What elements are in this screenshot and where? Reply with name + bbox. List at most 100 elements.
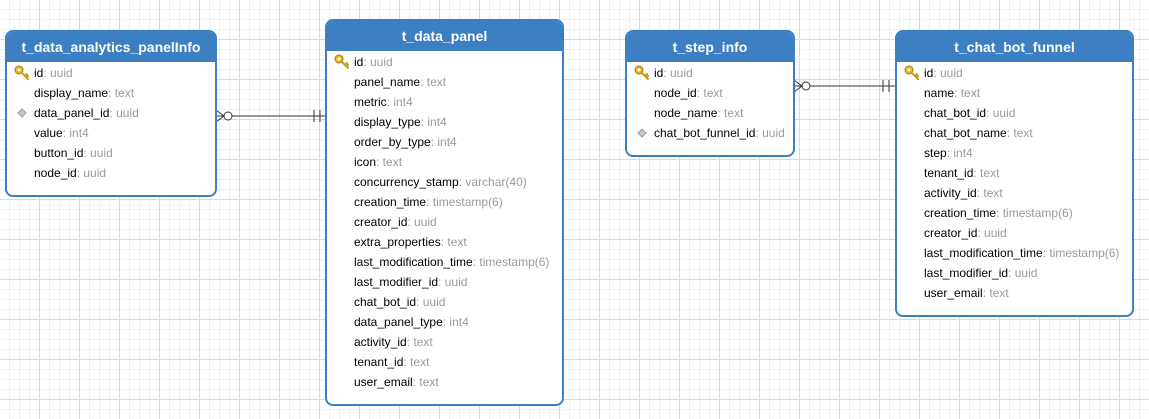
column-row[interactable]: activity_id: text (327, 332, 562, 352)
column-row[interactable]: concurrency_stamp: varchar(40) (327, 172, 562, 192)
column-name: last_modifier_id (924, 266, 1009, 280)
column-row[interactable]: name: text (897, 83, 1132, 103)
column-row[interactable]: node_id: uuid (7, 163, 215, 183)
column-type: : int4 (62, 126, 89, 140)
column-type: : uuid (407, 215, 437, 229)
column-row[interactable]: chat_bot_id: uuid (897, 103, 1132, 123)
column-row[interactable]: chat_bot_name: text (897, 123, 1132, 143)
relationship-step-to-funnel[interactable] (793, 79, 896, 93)
column-name: user_email (354, 375, 413, 389)
relationship-analytics-to-panel[interactable] (215, 109, 327, 123)
primary-key-icon (634, 65, 650, 81)
column-row[interactable]: creation_time: timestamp(6) (327, 192, 562, 212)
column-type: : varchar(40) (458, 175, 527, 189)
column-row[interactable]: user_email: text (327, 372, 562, 392)
column-type: : int4 (430, 135, 457, 149)
primary-key-icon (904, 65, 920, 81)
column-type: : text (696, 86, 723, 100)
column-row[interactable]: tenant_id: text (327, 352, 562, 372)
column-row[interactable]: id: uuid (627, 63, 793, 83)
column-row[interactable]: value: int4 (7, 123, 215, 143)
column-row[interactable]: node_id: text (627, 83, 793, 103)
column-row[interactable]: chat_bot_funnel_id: uuid (627, 123, 793, 143)
column-name: display_name (34, 86, 109, 100)
column-type: : text (420, 75, 447, 89)
column-row[interactable]: creator_id: uuid (897, 223, 1132, 243)
column-name: node_id (654, 86, 697, 100)
column-row[interactable]: id: uuid (897, 63, 1132, 83)
column-name: last_modification_time (354, 255, 473, 269)
column-name: metric (354, 95, 387, 109)
column-row[interactable]: display_type: int4 (327, 112, 562, 132)
column-name: creation_time (924, 206, 997, 220)
foreign-key-icon (634, 125, 650, 141)
column-row[interactable]: data_panel_id: uuid (7, 103, 215, 123)
column-row[interactable]: button_id: uuid (7, 143, 215, 163)
table-title: t_step_info (627, 32, 793, 62)
column-name: display_type (354, 115, 421, 129)
column-row[interactable]: last_modification_time: timestamp(6) (327, 252, 562, 272)
column-row[interactable]: id: uuid (327, 52, 562, 72)
column-type: : uuid (76, 166, 107, 180)
column-row[interactable]: creation_time: timestamp(6) (897, 203, 1132, 223)
column-row[interactable]: id: uuid (7, 63, 215, 83)
column-type: : text (982, 286, 1009, 300)
column-row[interactable]: icon: text (327, 152, 562, 172)
column-name: step (924, 146, 947, 160)
column-name: node_name (654, 106, 718, 120)
column-type: : timestamp(6) (426, 195, 503, 209)
column-row[interactable]: metric: int4 (327, 92, 562, 112)
column-row[interactable]: display_name: text (7, 83, 215, 103)
foreign-key-icon (14, 105, 30, 121)
column-row[interactable]: extra_properties: text (327, 232, 562, 252)
table-title: t_data_panel (327, 21, 562, 51)
column-row[interactable]: last_modifier_id: uuid (327, 272, 562, 292)
column-type: : int4 (442, 315, 469, 329)
column-row[interactable]: creator_id: uuid (327, 212, 562, 232)
column-row[interactable]: last_modification_time: timestamp(6) (897, 243, 1132, 263)
column-name: chat_bot_funnel_id (654, 126, 756, 140)
column-name: creator_id (924, 226, 978, 240)
column-row[interactable]: order_by_type: int4 (327, 132, 562, 152)
column-type: : uuid (755, 126, 785, 140)
column-type: : text (954, 86, 981, 100)
column-row[interactable]: panel_name: text (327, 72, 562, 92)
column-type: : timestamp(6) (472, 255, 550, 269)
column-name: panel_name (354, 75, 421, 89)
column-type: : int4 (946, 146, 973, 160)
column-type: : uuid (977, 226, 1007, 240)
table-title: t_data_analytics_panelInfo (7, 32, 215, 62)
column-type: : uuid (109, 106, 139, 120)
column-type: : text (976, 186, 1003, 200)
column-type: : uuid (1008, 266, 1038, 280)
column-type: : text (406, 335, 433, 349)
column-row[interactable]: data_panel_type: int4 (327, 312, 562, 332)
column-row[interactable]: node_name: text (627, 103, 793, 123)
column-name: chat_bot_id (354, 295, 417, 309)
column-type: : uuid (663, 66, 693, 80)
column-name: user_email (924, 286, 983, 300)
column-name: id (654, 66, 664, 80)
table-title: t_chat_bot_funnel (897, 32, 1132, 62)
column-row[interactable]: last_modifier_id: uuid (897, 263, 1132, 283)
column-row[interactable]: tenant_id: text (897, 163, 1132, 183)
column-row[interactable]: step: int4 (897, 143, 1132, 163)
column-row[interactable]: chat_bot_id: uuid (327, 292, 562, 312)
column-row[interactable]: user_email: text (897, 283, 1132, 303)
column-name: button_id (34, 146, 84, 160)
column-type: : text (440, 235, 467, 249)
column-name: activity_id (354, 335, 407, 349)
column-type: : uuid (438, 275, 468, 289)
column-type: : uuid (986, 106, 1016, 120)
column-row[interactable]: activity_id: text (897, 183, 1132, 203)
column-name: id (34, 66, 44, 80)
column-name: data_panel_id (34, 106, 110, 120)
column-name: tenant_id (354, 355, 404, 369)
column-type: : text (412, 375, 439, 389)
primary-key-icon (334, 54, 350, 70)
